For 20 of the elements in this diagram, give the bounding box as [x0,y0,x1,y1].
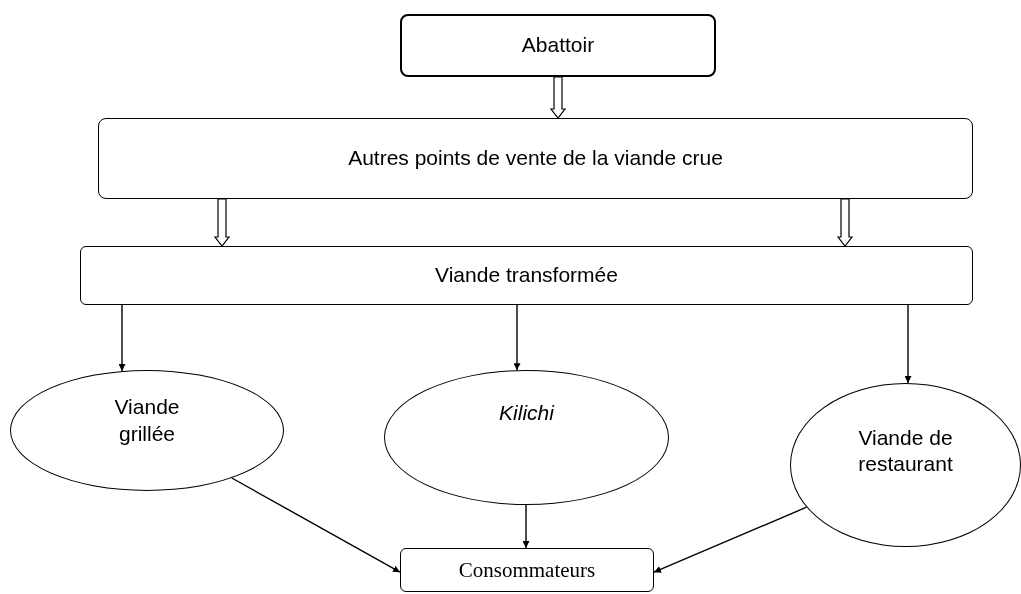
node-label: Kilichi [499,400,554,427]
arrow [522,504,530,549]
process-box [400,14,716,77]
process-box [80,246,973,305]
arrow [653,506,808,573]
node-label: Viande transformée [435,262,618,289]
node-label: Consommateurs [458,556,596,584]
node-label: Viande de restaurant [857,424,954,477]
node-label: Abattoir [521,32,595,59]
process-box [400,548,654,592]
hollow-arrow [836,198,854,247]
node-label: Autres points de vente de la viande crue [348,145,723,172]
arrow [904,304,912,384]
arrow [118,304,126,372]
hollow-arrow [549,76,567,119]
process-box [98,118,973,199]
hollow-arrow [213,198,231,247]
arrow [513,304,521,371]
arrow [231,477,401,573]
node-label: Viande grillée [113,394,181,447]
